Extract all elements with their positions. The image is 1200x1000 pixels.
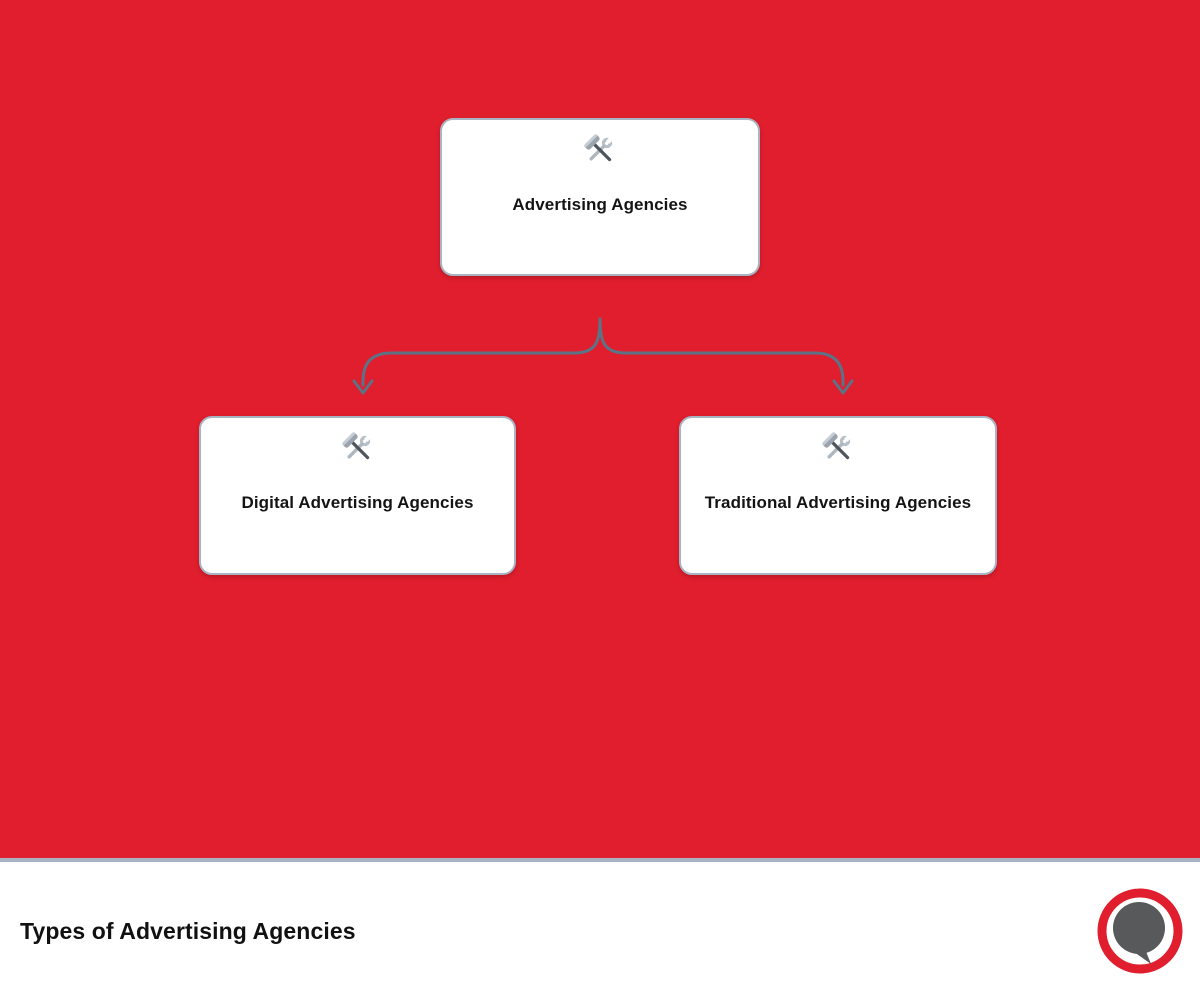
hammer-and-wrench-icon [341, 432, 372, 460]
speech-bubble-logo-icon [1097, 888, 1183, 974]
node-label: Traditional Advertising Agencies [704, 493, 972, 512]
edge-root-to-digital [361, 317, 602, 387]
footer-bar: Types of Advertising Agencies [0, 858, 1200, 1000]
hammer-and-wrench-icon [822, 432, 852, 460]
node-label: Advertising Agencies [512, 195, 688, 214]
node-advertising-agencies: Advertising Agencies [440, 118, 760, 276]
diagram-canvas: Advertising Agencies Digital Advertising… [0, 0, 1200, 858]
node-digital-advertising-agencies: Digital Advertising Agencies [199, 416, 516, 575]
arrowhead-left [352, 379, 374, 395]
page-title: Types of Advertising Agencies [20, 917, 356, 944]
arrowhead-right [832, 379, 854, 395]
node-traditional-advertising-agencies: Traditional Advertising Agencies [679, 416, 997, 575]
hammer-and-wrench-icon [584, 134, 614, 162]
node-label: Digital Advertising Agencies [241, 493, 474, 512]
edge-root-to-traditional [598, 317, 845, 387]
